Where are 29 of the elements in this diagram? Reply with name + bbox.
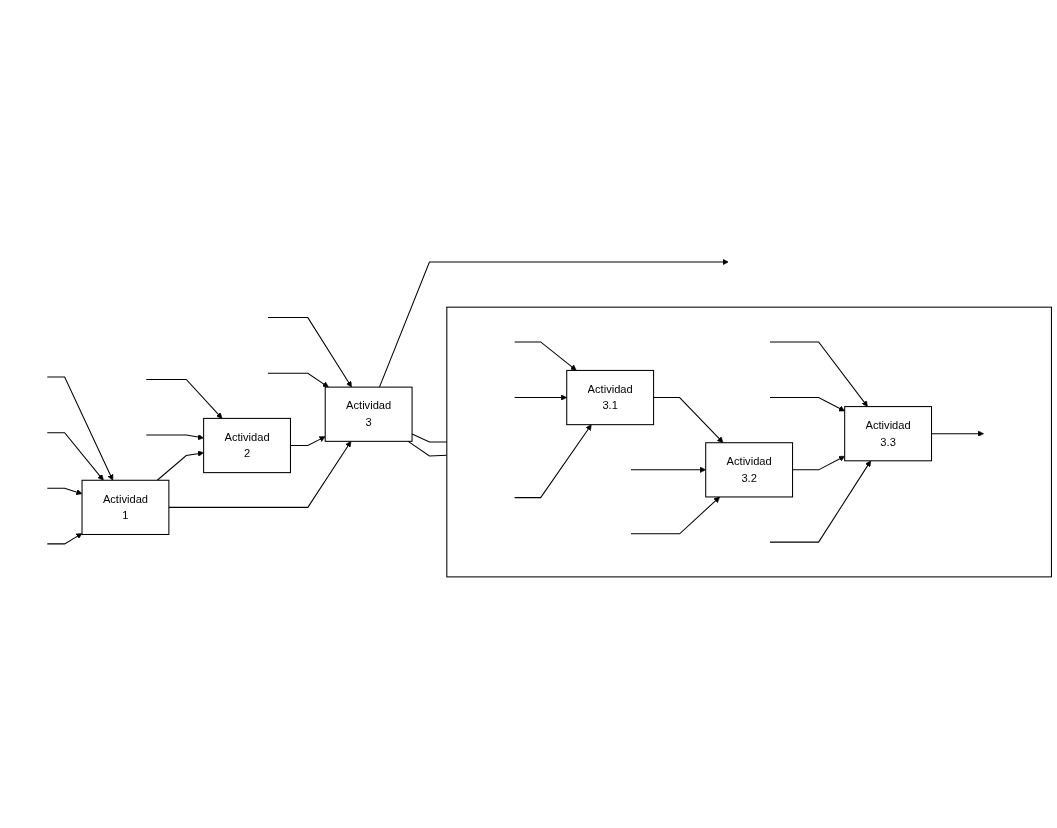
activity-box: Actividad 1 [81,479,170,535]
arrow [630,496,720,535]
arrow [514,341,577,371]
arrow [378,258,729,388]
arrow [145,378,223,419]
arrow [514,424,592,498]
arrow [267,316,352,388]
arrow [769,460,871,543]
arrow [46,376,114,481]
arrow [168,440,352,508]
arrow [792,455,845,471]
decomposition-frame [446,306,1052,578]
activity-box: Actividad 3 [324,386,413,442]
activity-box: Actividad 2 [203,417,291,473]
arrow [46,532,83,545]
arrow [514,394,567,401]
arrow [267,372,329,388]
activity-box: Actividad 3.3 [844,405,933,462]
arrow [931,430,984,437]
activity-box: Actividad 3.2 [705,441,794,498]
arrow [145,433,204,440]
arrow [769,396,845,412]
activity-box: Actividad 3.1 [566,369,655,425]
arrow [769,341,868,407]
arrow [156,450,204,481]
arrow [630,466,706,473]
arrow [46,431,104,481]
arrow [46,487,83,495]
arrow [653,396,724,443]
